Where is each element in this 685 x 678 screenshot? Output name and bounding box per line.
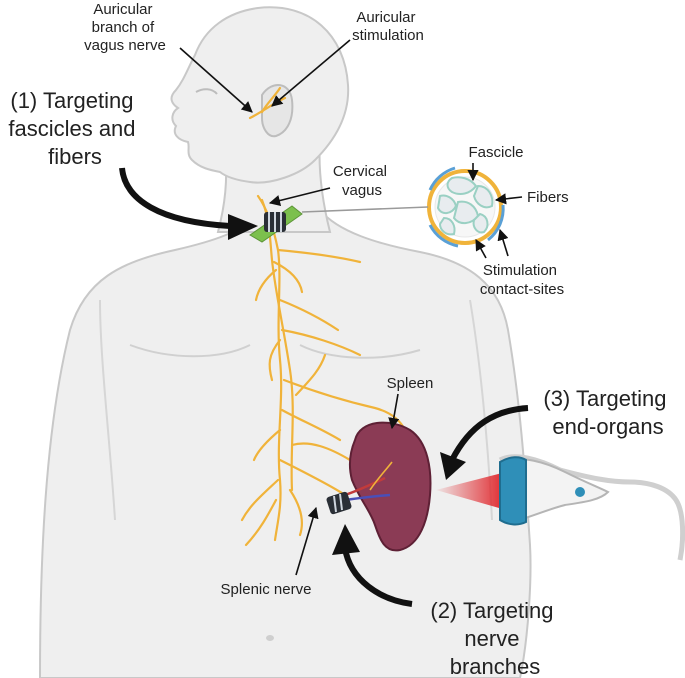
label-contact-sites: Stimulation contact-sites (480, 262, 564, 298)
probe-head (499, 456, 527, 526)
label-targeting-2: (2) Targeting nerve branches (430, 598, 559, 678)
splenic-nerve-fiber (369, 461, 393, 491)
ultrasound-beam (436, 472, 506, 510)
head (170, 6, 350, 184)
splenic-cuff-electrode (326, 491, 352, 515)
contact-site-3 (428, 224, 459, 248)
fascicle-2 (472, 184, 494, 209)
connector-cross-section (301, 206, 429, 213)
splenic-cuff-body (326, 491, 352, 515)
chest-line-left (129, 344, 251, 358)
contact-site-2 (487, 204, 505, 242)
pointer-splenic-nerve (295, 506, 319, 576)
spleen (344, 421, 432, 552)
fascicle-1 (446, 176, 478, 195)
pointer-auricular-branch (179, 47, 253, 113)
pointer-spleen (388, 393, 400, 430)
chest-line-right (299, 344, 421, 359)
pointer-contact-2 (497, 228, 509, 257)
arrow-2-head (332, 524, 360, 555)
fascicle-6 (472, 212, 489, 234)
nerve-cross-section (427, 166, 505, 248)
probe-body (504, 458, 610, 524)
text-labels: Auricular branch of vagus nerve Auricula… (8, 1, 672, 678)
pointer-auricular-stim (271, 39, 351, 107)
label-cervical-vagus: Cervical vagus (333, 163, 391, 199)
probe-button (575, 487, 585, 497)
big-arrows (119, 167, 529, 607)
spleen-organ (348, 421, 432, 552)
arrow-3-shaft (449, 405, 529, 462)
arrow-1-head (228, 214, 258, 240)
label-targeting-1: (1) Targeting fascicles and fibers (8, 88, 141, 169)
ultrasound-probe (436, 454, 685, 561)
vagus-nerve-tree (240, 86, 407, 547)
pointer-fibers (494, 193, 523, 205)
body-silhouette (38, 6, 532, 678)
arrow-1-shaft (119, 167, 231, 229)
navel (266, 635, 274, 641)
arrow-2-shaft (342, 547, 413, 607)
label-splenic-nerve: Splenic nerve (221, 581, 312, 598)
splenic-artery (344, 476, 386, 497)
pointer-contact-1 (475, 239, 487, 259)
contact-site-1 (428, 166, 456, 191)
pointer-lines (179, 39, 523, 576)
label-fascicle: Fascicle (468, 144, 523, 161)
arm-line-left (99, 299, 116, 521)
cervical-cuff-electrode (249, 205, 303, 243)
label-auricular-stimulation: Auricular stimulation (352, 9, 424, 44)
arrow-3-head (440, 452, 466, 480)
fascicle-5 (438, 216, 456, 236)
label-spleen: Spleen (387, 375, 434, 392)
label-targeting-3: (3) Targeting end-organs (543, 386, 672, 439)
label-fibers: Fibers (527, 189, 569, 206)
pointer-cervical-vagus (268, 187, 331, 206)
label-auricular-branch: Auricular branch of vagus nerve (84, 1, 166, 54)
eye (195, 88, 218, 95)
